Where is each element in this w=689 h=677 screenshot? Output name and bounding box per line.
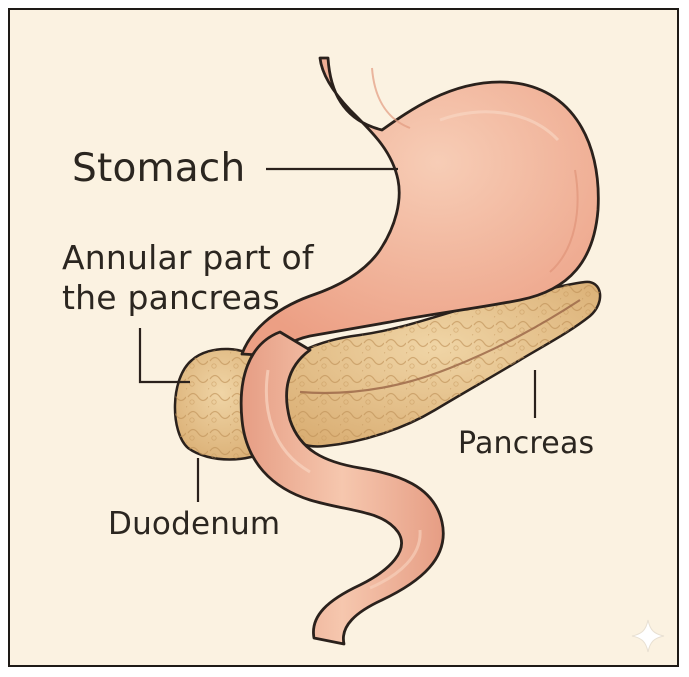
- duodenum-label: Duodenum: [108, 506, 280, 542]
- diagram-frame: Stomach Annular part of the pancreas Pan…: [8, 8, 679, 667]
- annular-pancreas-label-line1: Annular part of: [62, 238, 314, 278]
- anatomy-illustration: [10, 10, 677, 665]
- stomach-label: Stomach: [72, 146, 245, 191]
- sparkle-icon: [632, 620, 664, 652]
- annular-pancreas-label-line2: the pancreas: [62, 278, 314, 318]
- annular-pancreas-label: Annular part of the pancreas: [62, 238, 314, 318]
- pancreas-label: Pancreas: [458, 426, 594, 461]
